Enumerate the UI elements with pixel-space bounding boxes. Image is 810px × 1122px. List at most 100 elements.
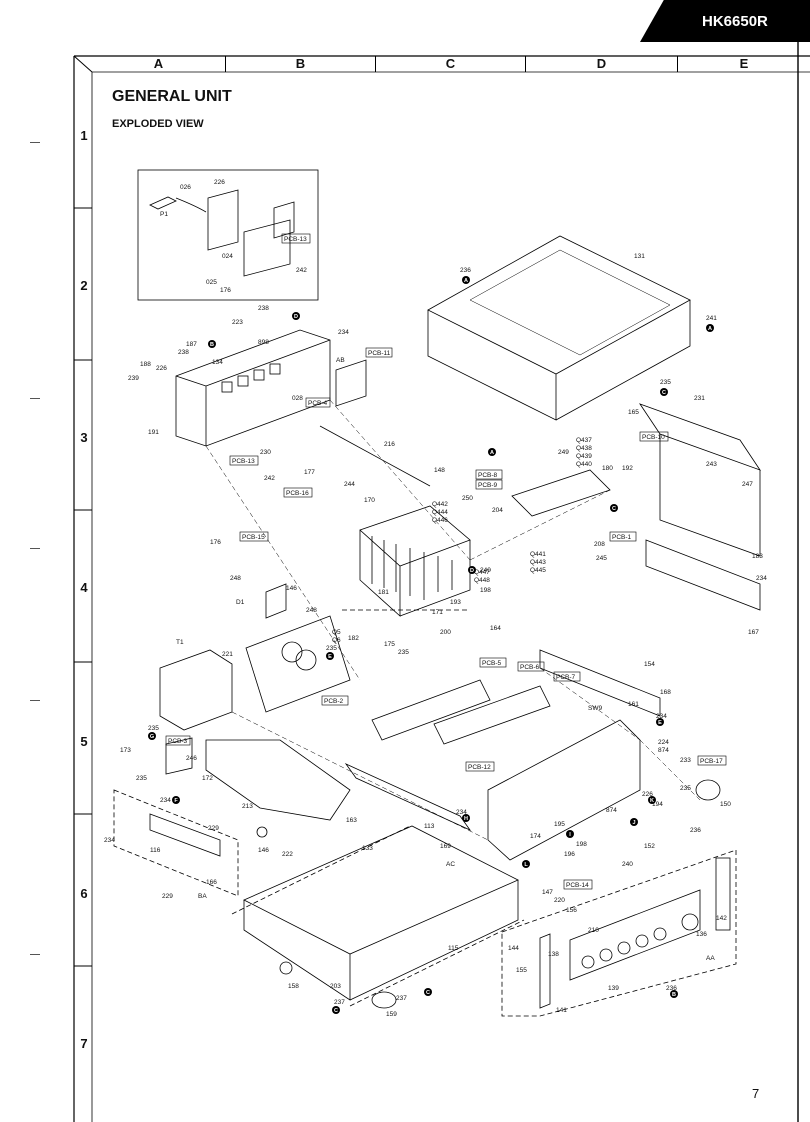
heatsink-181 <box>359 505 471 617</box>
label-text: B <box>210 342 214 348</box>
part-number: Q443 <box>530 559 546 566</box>
part-number: 172 <box>202 775 213 782</box>
label-text: C <box>426 990 430 996</box>
label-text: C <box>612 506 616 512</box>
pcb-label: PCB-16 <box>283 487 313 498</box>
pcb-label: PCB-10 <box>639 431 669 442</box>
label-text: A <box>708 326 712 332</box>
reference-letter: B <box>670 990 678 998</box>
pcb-label: PCB-6 <box>517 661 545 672</box>
part-number: 226 <box>214 179 225 186</box>
label-text: PCB-5 <box>482 660 502 667</box>
label-text: PCB-7 <box>556 674 576 681</box>
part-number: 147 <box>542 889 553 896</box>
part-number: 113 <box>424 823 435 830</box>
part-number: 168 <box>660 689 671 696</box>
reference-letter: L <box>522 860 530 868</box>
part-number: 245 <box>596 555 607 562</box>
pcb-label: PCB-9 <box>475 479 503 490</box>
label-text: H <box>464 816 468 822</box>
part-number: 208 <box>594 541 605 548</box>
part-number: 198 <box>576 841 587 848</box>
label-text: D <box>294 314 298 320</box>
part-number: 163 <box>346 817 357 824</box>
reference-letters: A A A D B C C D E E F G H I J K L B C C <box>148 276 714 1014</box>
part-number: P1 <box>160 211 168 218</box>
reference-letter: H <box>462 814 470 822</box>
pcb-label: PCB-13 <box>229 455 259 466</box>
part-number: AB <box>336 357 345 364</box>
reference-letter: K <box>648 796 656 804</box>
part-number: 181 <box>378 589 389 596</box>
part-number: 240 <box>622 861 633 868</box>
pcb-label: PCB-8 <box>475 469 503 480</box>
part-number: 171 <box>432 609 443 616</box>
label-text: PCB-17 <box>700 758 723 765</box>
part-number: 167 <box>748 629 759 636</box>
part-number: 146 <box>286 585 297 592</box>
label-text: PCB-8 <box>478 472 498 479</box>
reference-letter: C <box>332 1006 340 1014</box>
grid-row-4: 4 <box>80 580 88 595</box>
part-number: 203 <box>330 983 341 990</box>
part-number: 144 <box>508 945 519 952</box>
part-number: AA <box>706 955 715 962</box>
label-text: D <box>470 568 474 574</box>
pcb-label: PCB-1 <box>609 531 637 542</box>
part-number: 238 <box>178 349 189 356</box>
inset-detail <box>137 169 319 301</box>
grid-column-e: E <box>739 56 749 71</box>
reference-letter: E <box>326 652 334 660</box>
part-number: 224 <box>658 739 669 746</box>
part-number: 026 <box>180 184 191 191</box>
part-number: 238 <box>258 305 269 312</box>
part-number: 154 <box>644 661 655 668</box>
part-number: Q440 <box>576 461 592 468</box>
bottom-left-panels <box>113 737 472 897</box>
part-number: 165 <box>628 409 639 416</box>
part-number: 134 <box>212 359 223 366</box>
part-number: 234 <box>756 575 767 582</box>
part-number: 116 <box>150 847 161 854</box>
part-number: 233 <box>680 757 691 764</box>
pcb-label: PCB-5 <box>479 657 507 668</box>
part-number: AC <box>446 861 455 868</box>
label-text: PCB-1 <box>612 534 632 541</box>
part-number: 159 <box>386 1011 397 1018</box>
pcb-label: PCB-17 <box>697 755 727 766</box>
label-text: PCB-16 <box>286 490 309 497</box>
part-number: 243 <box>706 461 717 468</box>
part-number: 176 <box>220 287 231 294</box>
part-number: 234 <box>456 809 467 816</box>
part-number: 196 <box>564 851 575 858</box>
part-number: 242 <box>264 475 275 482</box>
part-number: 242 <box>296 267 307 274</box>
part-number: 235 <box>680 785 691 792</box>
part-number: 235 <box>148 725 159 732</box>
label-text: F <box>174 798 178 804</box>
punch-mark <box>30 700 40 701</box>
pcb-label: PCB-3 <box>165 735 191 746</box>
reference-letter: A <box>488 448 496 456</box>
part-number: 150 <box>720 801 731 808</box>
small-parts <box>256 425 721 1009</box>
part-number: Q444 <box>432 509 448 516</box>
pcb-label: PCB-15 <box>239 531 269 542</box>
part-number: Q442 <box>432 501 448 508</box>
part-number: 898 <box>258 339 269 346</box>
punch-mark <box>30 142 40 143</box>
label-text: PCB-10 <box>642 434 665 441</box>
reference-letter: B <box>208 340 216 348</box>
part-number: 173 <box>120 747 131 754</box>
part-number: 220 <box>554 897 565 904</box>
part-number: 174 <box>530 833 541 840</box>
part-number: 158 <box>288 983 299 990</box>
reference-letter: I <box>566 830 574 838</box>
part-number: 230 <box>260 449 271 456</box>
label-text: E <box>658 720 662 726</box>
part-number: 236 <box>460 267 471 274</box>
part-number: 141 <box>556 1007 567 1014</box>
part-number: 164 <box>490 625 501 632</box>
part-number: 249 <box>558 449 569 456</box>
